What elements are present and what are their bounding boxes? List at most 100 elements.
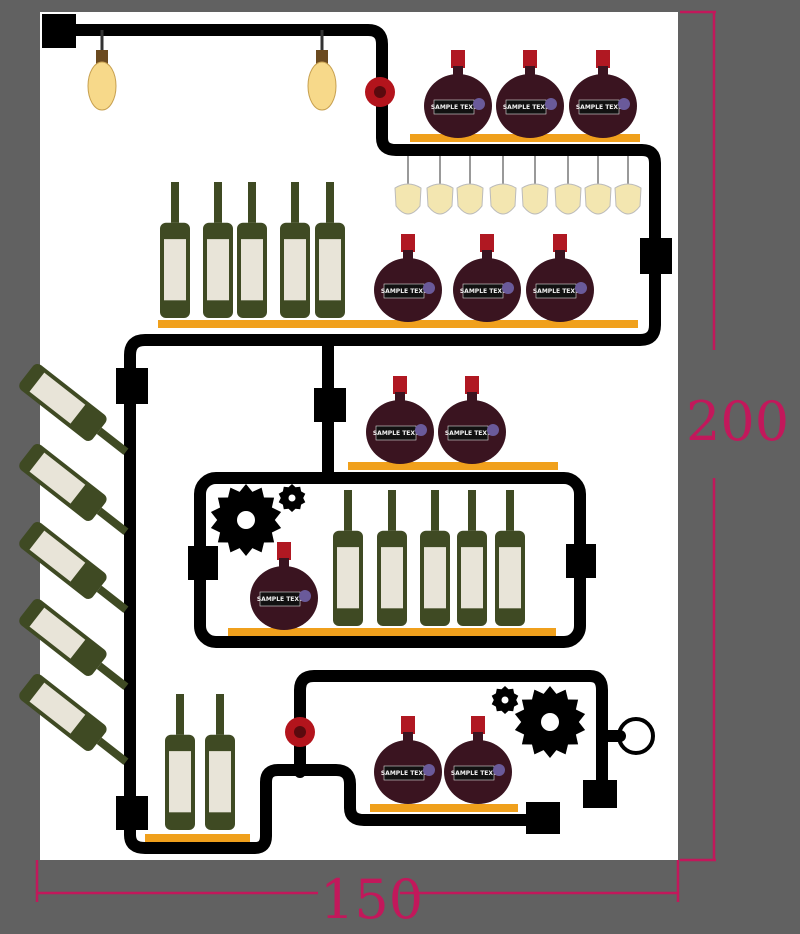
bottle-neck bbox=[403, 732, 413, 742]
pipe-connector bbox=[42, 14, 76, 48]
round-wine-bottle: SAMPLE TEXT bbox=[453, 234, 521, 322]
bottle-cap bbox=[277, 542, 291, 560]
decorations: SAMPLE TEXT SAMPLE TEXT SAMPLE TEXT SAMPLE … bbox=[19, 14, 672, 842]
round-wine-bottle: SAMPLE TEXT bbox=[569, 50, 637, 138]
wine-glass-icon bbox=[554, 156, 582, 215]
bottle-label-text: SAMPLE TEXT bbox=[381, 770, 428, 777]
glass-bowl bbox=[554, 183, 582, 215]
bottle-neck bbox=[555, 250, 565, 260]
green-wine-bottle bbox=[495, 490, 525, 626]
bottle-label bbox=[207, 239, 229, 301]
glass-bowl bbox=[489, 183, 517, 215]
wine-glass-icon bbox=[456, 156, 484, 215]
bottle-label-text: SAMPLE TEXT bbox=[373, 430, 420, 437]
bottle-neck bbox=[403, 250, 413, 260]
glass-bowl bbox=[521, 183, 549, 215]
bottle-cap bbox=[480, 234, 494, 252]
bottle-neck bbox=[467, 392, 477, 402]
wine-glass-icon bbox=[394, 156, 422, 215]
grape-icon bbox=[299, 590, 311, 602]
pipe-connector bbox=[116, 368, 148, 404]
grape-icon bbox=[423, 764, 435, 776]
bottle-neck bbox=[248, 182, 256, 223]
round-wine-bottle: SAMPLE TEXT bbox=[444, 716, 512, 804]
bottle-neck bbox=[96, 737, 129, 765]
gear-icon bbox=[514, 686, 586, 758]
bottle-label bbox=[381, 547, 403, 609]
bottle-cap bbox=[553, 234, 567, 252]
tilted-wine-bottle bbox=[19, 521, 129, 613]
green-wine-bottle bbox=[165, 694, 195, 830]
bottle-neck bbox=[96, 585, 129, 613]
pipe-connector bbox=[526, 802, 560, 834]
width-dimension-label: 150 bbox=[320, 868, 423, 931]
bottle-label bbox=[461, 547, 483, 609]
round-wine-bottle: SAMPLE TEXT bbox=[424, 50, 492, 138]
pipe-connector bbox=[566, 544, 596, 578]
bottle-label bbox=[29, 452, 86, 504]
valve-hub bbox=[374, 86, 386, 98]
bottle-label bbox=[29, 682, 86, 734]
bottle-label bbox=[29, 607, 86, 659]
shelf bbox=[145, 834, 250, 842]
height-dimension-label: 200 bbox=[686, 390, 789, 453]
bottle-neck bbox=[176, 694, 184, 735]
light-bulb-icon bbox=[87, 30, 117, 111]
gear-hole bbox=[237, 511, 255, 529]
glass-bowl bbox=[614, 183, 642, 215]
bottle-label bbox=[284, 239, 306, 301]
wine-glass-icon bbox=[584, 156, 612, 215]
pipe-connector bbox=[116, 796, 148, 830]
bottle-label-text: SAMPLE TEXT bbox=[445, 430, 492, 437]
gear-hole bbox=[288, 494, 296, 502]
wine-glass-icon bbox=[614, 156, 642, 215]
round-wine-bottle: SAMPLE TEXT bbox=[438, 376, 506, 464]
bulb-glass bbox=[307, 61, 337, 111]
tilted-wine-bottle bbox=[19, 363, 129, 455]
bottle-label bbox=[241, 239, 263, 301]
bottle-cap bbox=[401, 234, 415, 252]
bottle-label bbox=[337, 547, 359, 609]
tilted-wine-bottle bbox=[19, 598, 129, 690]
bottle-label bbox=[164, 239, 186, 301]
bottle-cap bbox=[451, 50, 465, 68]
bottle-neck bbox=[468, 490, 476, 531]
bottle-cap bbox=[393, 376, 407, 394]
bottle-neck bbox=[431, 490, 439, 531]
main-pipe bbox=[49, 24, 661, 854]
bottle-neck bbox=[473, 732, 483, 742]
bottle-label-text: SAMPLE TEXT bbox=[381, 288, 428, 295]
bottle-neck bbox=[344, 490, 352, 531]
bottle-label bbox=[424, 547, 446, 609]
bottle-label-text: SAMPLE TEXT bbox=[257, 596, 304, 603]
shelf bbox=[228, 628, 556, 636]
shelf bbox=[158, 320, 638, 328]
bottle-label bbox=[29, 372, 86, 424]
tilted-wine-bottle bbox=[19, 443, 129, 535]
shelf bbox=[370, 804, 518, 812]
gear-icon bbox=[278, 484, 306, 512]
bottle-label-text: SAMPLE TEXT bbox=[533, 288, 580, 295]
bottle-label-text: SAMPLE TEXT bbox=[503, 104, 550, 111]
bottle-neck bbox=[96, 427, 129, 455]
bottle-neck bbox=[453, 66, 463, 76]
bottle-cap bbox=[401, 716, 415, 734]
round-wine-bottle: SAMPLE TEXT bbox=[374, 716, 442, 804]
valve-icon bbox=[365, 77, 395, 107]
bottle-neck bbox=[96, 507, 129, 535]
pipe-connector bbox=[583, 780, 617, 808]
round-wine-bottle: SAMPLE TEXT bbox=[366, 376, 434, 464]
grape-icon bbox=[487, 424, 499, 436]
gear-icon bbox=[210, 484, 282, 556]
bottle-label-text: SAMPLE TEXT bbox=[460, 288, 507, 295]
green-wine-bottle bbox=[160, 182, 190, 318]
grape-icon bbox=[575, 282, 587, 294]
bottle-label bbox=[209, 751, 231, 813]
gear-icon bbox=[491, 686, 519, 714]
bottle-neck bbox=[395, 392, 405, 402]
bottle-neck bbox=[291, 182, 299, 223]
bottle-neck bbox=[388, 490, 396, 531]
green-wine-bottle bbox=[237, 182, 267, 318]
